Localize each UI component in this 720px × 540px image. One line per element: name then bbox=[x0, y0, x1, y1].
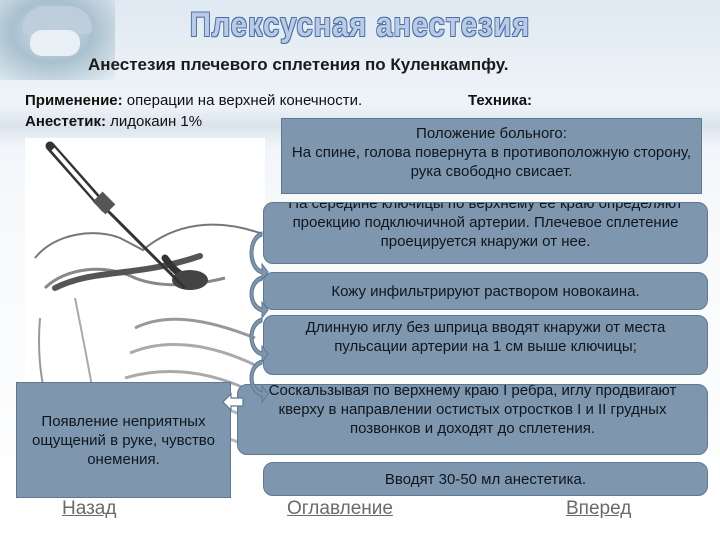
to-sign-arrow bbox=[222, 392, 244, 412]
anesthetic-text: лидокаин 1% bbox=[105, 113, 203, 130]
application-label: Применение: bbox=[25, 92, 123, 109]
nav-forward-link[interactable]: Вперед bbox=[566, 498, 632, 519]
nav-back-link[interactable]: Назад bbox=[62, 498, 117, 519]
surgeon-photo bbox=[0, 0, 115, 80]
step-text-4: Соскальзывая по верхнему краю I ребра, и… bbox=[268, 384, 677, 437]
step-text-5: Вводят 30-50 мл анестетика. bbox=[384, 471, 587, 488]
slide-title: Плексусная анестезия bbox=[189, 6, 531, 44]
application-line: Применение: операции на верхней конечнос… bbox=[25, 92, 362, 109]
sign-box: Появление неприятных ощущений в руке, чу… bbox=[16, 382, 231, 498]
step-card-5: Вводят 30-50 мл анестетика. bbox=[263, 462, 708, 496]
step-card-2: Кожу инфильтрируют раствором новокаина. bbox=[263, 272, 708, 310]
step-text-2: Кожу инфильтрируют раствором новокаина. bbox=[331, 283, 640, 300]
sign-text: Появление неприятных ощущений в руке, чу… bbox=[32, 412, 215, 468]
application-text: операции на верхней конечности. bbox=[122, 92, 363, 109]
step-connector-arrows bbox=[249, 231, 269, 404]
step-card-3: Длинную иглу без шприца вводят кнаружи о… bbox=[263, 315, 708, 375]
position-text: На спине, голова повернута в противополо… bbox=[291, 144, 692, 180]
anesthetic-label: Анестетик: bbox=[25, 113, 106, 130]
patient-position-box: Положение больного: На спине, голова пов… bbox=[281, 118, 702, 194]
step-text-1: На середине ключицы по верхнему ее краю … bbox=[288, 202, 683, 250]
step-card-1: На середине ключицы по верхнему ее краю … bbox=[263, 202, 708, 264]
anesthetic-line: Анестетик: лидокаин 1% bbox=[25, 113, 202, 130]
position-heading: Положение больного: bbox=[416, 125, 567, 142]
step-card-4: Соскальзывая по верхнему краю I ребра, и… bbox=[237, 384, 708, 455]
slide-subtitle: Анестезия плечевого сплетения по Куленка… bbox=[88, 55, 509, 74]
nav-contents-link[interactable]: Оглавление bbox=[287, 498, 393, 519]
technique-label: Техника: bbox=[468, 92, 533, 109]
step-text-3: Длинную иглу без шприца вводят кнаружи о… bbox=[305, 319, 666, 355]
